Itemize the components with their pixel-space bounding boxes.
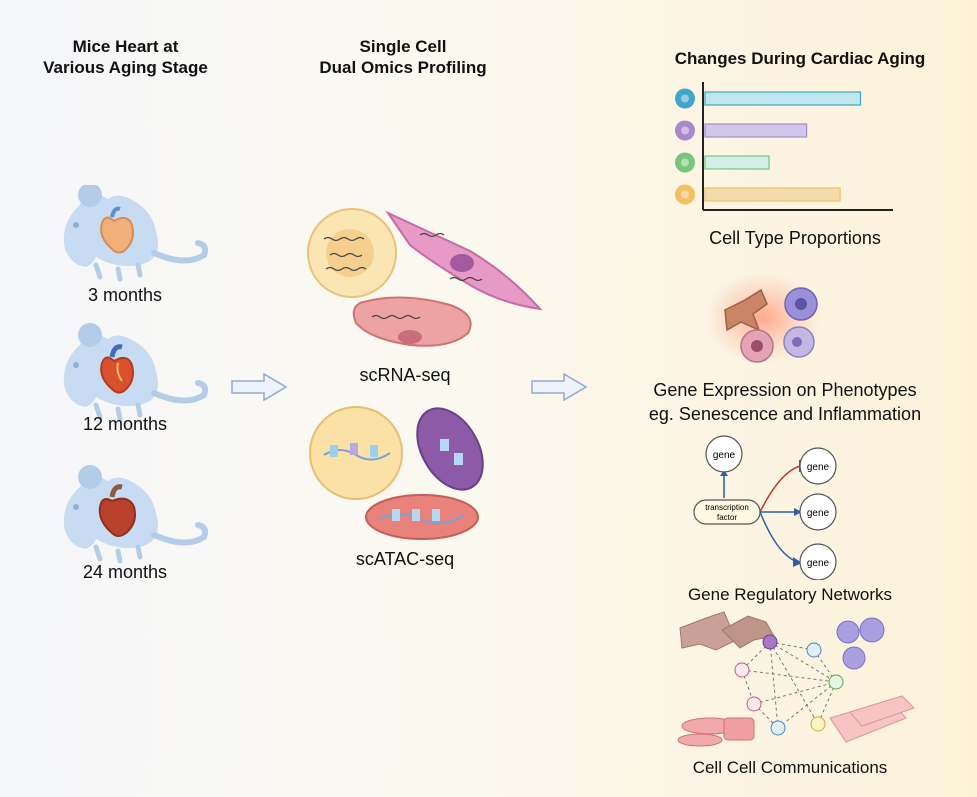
right-column-header: Changes During Cardiac Aging — [674, 49, 926, 68]
cell-proportion-chart — [675, 82, 893, 211]
edge — [759, 511, 799, 563]
gene-node-label: gene — [807, 508, 830, 519]
senescence-inflammation-illustration — [705, 272, 821, 364]
transcription-factor-node — [693, 499, 761, 525]
scrna-cells-illustration — [307, 208, 543, 347]
cell-type-icon-4 — [675, 184, 695, 205]
bar-2 — [704, 123, 808, 138]
cell-type-proportions-label: Cell Type Proportions — [709, 228, 881, 248]
edge — [759, 465, 801, 513]
cell-type-icon-2 — [675, 120, 695, 141]
mouse-24-months — [64, 465, 205, 561]
cell-node — [770, 720, 786, 736]
tf-label-line2: factor — [717, 513, 737, 522]
heart-icon — [100, 356, 134, 394]
gene-node — [799, 447, 837, 485]
mouse-3-months — [64, 185, 205, 279]
communication-edges — [741, 641, 837, 729]
scatac-cells-illustration — [309, 406, 484, 540]
mice-illustrations — [50, 185, 220, 605]
stage-label-12-months: 12 months — [82, 414, 168, 434]
cell-type-icon-nucleus-2 — [681, 126, 689, 135]
cell-type-icon-nucleus-4 — [681, 190, 689, 199]
arrowhead — [793, 557, 802, 567]
cell-node — [806, 642, 822, 658]
cell-node — [810, 716, 826, 732]
cell-node — [762, 634, 778, 650]
middle-column-header: Single Cell Dual Omics Profiling — [319, 37, 487, 77]
tf-label-line1: transcription — [705, 503, 749, 512]
cell-type-icon-1 — [675, 88, 695, 109]
gene-node — [799, 543, 837, 580]
scatac-seq-label: scATAC-seq — [355, 549, 455, 569]
arrow-right-icon — [531, 372, 588, 402]
cell-type-icon-3 — [675, 152, 695, 173]
bar-4 — [704, 187, 841, 202]
bar-1 — [704, 91, 862, 106]
cell-cell-communications-label: Cell Cell Communications — [692, 758, 888, 777]
left-column-header: Mice Heart at Various Aging Stage — [43, 37, 208, 77]
heart-icon — [100, 216, 134, 254]
gene-node-label: gene — [807, 558, 830, 569]
cell-cell-communication-diagram — [677, 611, 915, 747]
cell-node — [746, 696, 762, 712]
bar-3 — [704, 155, 770, 170]
scrna-seq-label: scRNA-seq — [359, 365, 451, 385]
gene-expression-label: Gene Expression on Phenotypes — [653, 380, 917, 400]
arrowhead — [794, 508, 802, 516]
gene-regulatory-network-diagram: gene transcription factor gene gene gene — [693, 435, 837, 580]
gene-node-label: gene — [807, 462, 830, 473]
cell-node — [828, 674, 844, 690]
senescence-inflammation-label: eg. Senescence and Inflammation — [648, 404, 922, 424]
cell-type-icon-nucleus-1 — [681, 94, 689, 103]
cell-type-icon-nucleus-3 — [681, 158, 689, 167]
cell-node — [734, 662, 750, 678]
arrowhead — [720, 470, 728, 476]
gene-node — [799, 493, 837, 531]
arrow-right-icon — [231, 372, 288, 402]
mouse-12-months — [64, 323, 205, 419]
stage-label-3-months: 3 months — [87, 285, 163, 305]
stage-label-24-months: 24 months — [82, 562, 168, 582]
heart-icon — [98, 497, 136, 537]
gene-node — [705, 435, 743, 473]
gene-regulatory-networks-label: Gene Regulatory Networks — [687, 585, 893, 604]
gene-node-label: gene — [713, 450, 736, 461]
